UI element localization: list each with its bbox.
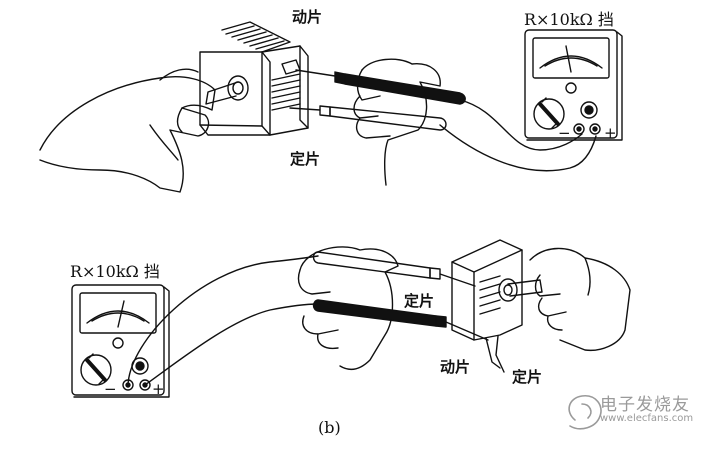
watermark: 电子发烧友 www.elecfans.com: [556, 386, 706, 432]
black-probe-top: [295, 69, 466, 105]
right-hand-top: [353, 58, 441, 186]
minus-terminal-bottom: −: [104, 380, 117, 398]
right-hand-bottom: [529, 247, 631, 352]
label-fixed-plate-bottom-1: 定片: [404, 292, 435, 310]
label-moving-plate-bottom: 动片: [440, 358, 471, 376]
left-hand-top: [39, 68, 216, 193]
label-moving-plate-top: 动片: [292, 8, 323, 26]
lead-wire-red-top: [459, 99, 583, 151]
top-scene: [39, 21, 623, 193]
lead-wire-red-bottom: [127, 255, 319, 386]
label-range-top: R×10kΩ 挡: [524, 10, 614, 29]
watermark-en: www.elecfans.com: [600, 413, 694, 424]
plus-terminal-bottom: +: [152, 380, 165, 398]
bottom-scene: [71, 239, 631, 398]
watermark-logo-icon: [568, 395, 602, 430]
lead-wire-black-top: [439, 124, 597, 172]
white-probe-top: [289, 105, 447, 131]
black-probe-bottom: [312, 299, 489, 341]
plus-terminal-top: +: [604, 124, 617, 142]
variable-capacitor-top: [199, 21, 309, 136]
minus-terminal-top: −: [558, 124, 571, 142]
figure-caption: (b): [318, 418, 341, 437]
lead-wire-black-bottom: [144, 303, 319, 386]
label-range-bottom: R×10kΩ 挡: [70, 262, 160, 281]
watermark-cn: 电子发烧友: [600, 395, 690, 415]
multimeter-top: [524, 29, 623, 141]
variable-capacitor-bottom: [451, 239, 543, 373]
white-probe-bottom: [312, 251, 476, 287]
label-fixed-plate-top: 定片: [290, 150, 321, 168]
label-fixed-plate-bottom-2: 定片: [512, 368, 543, 386]
